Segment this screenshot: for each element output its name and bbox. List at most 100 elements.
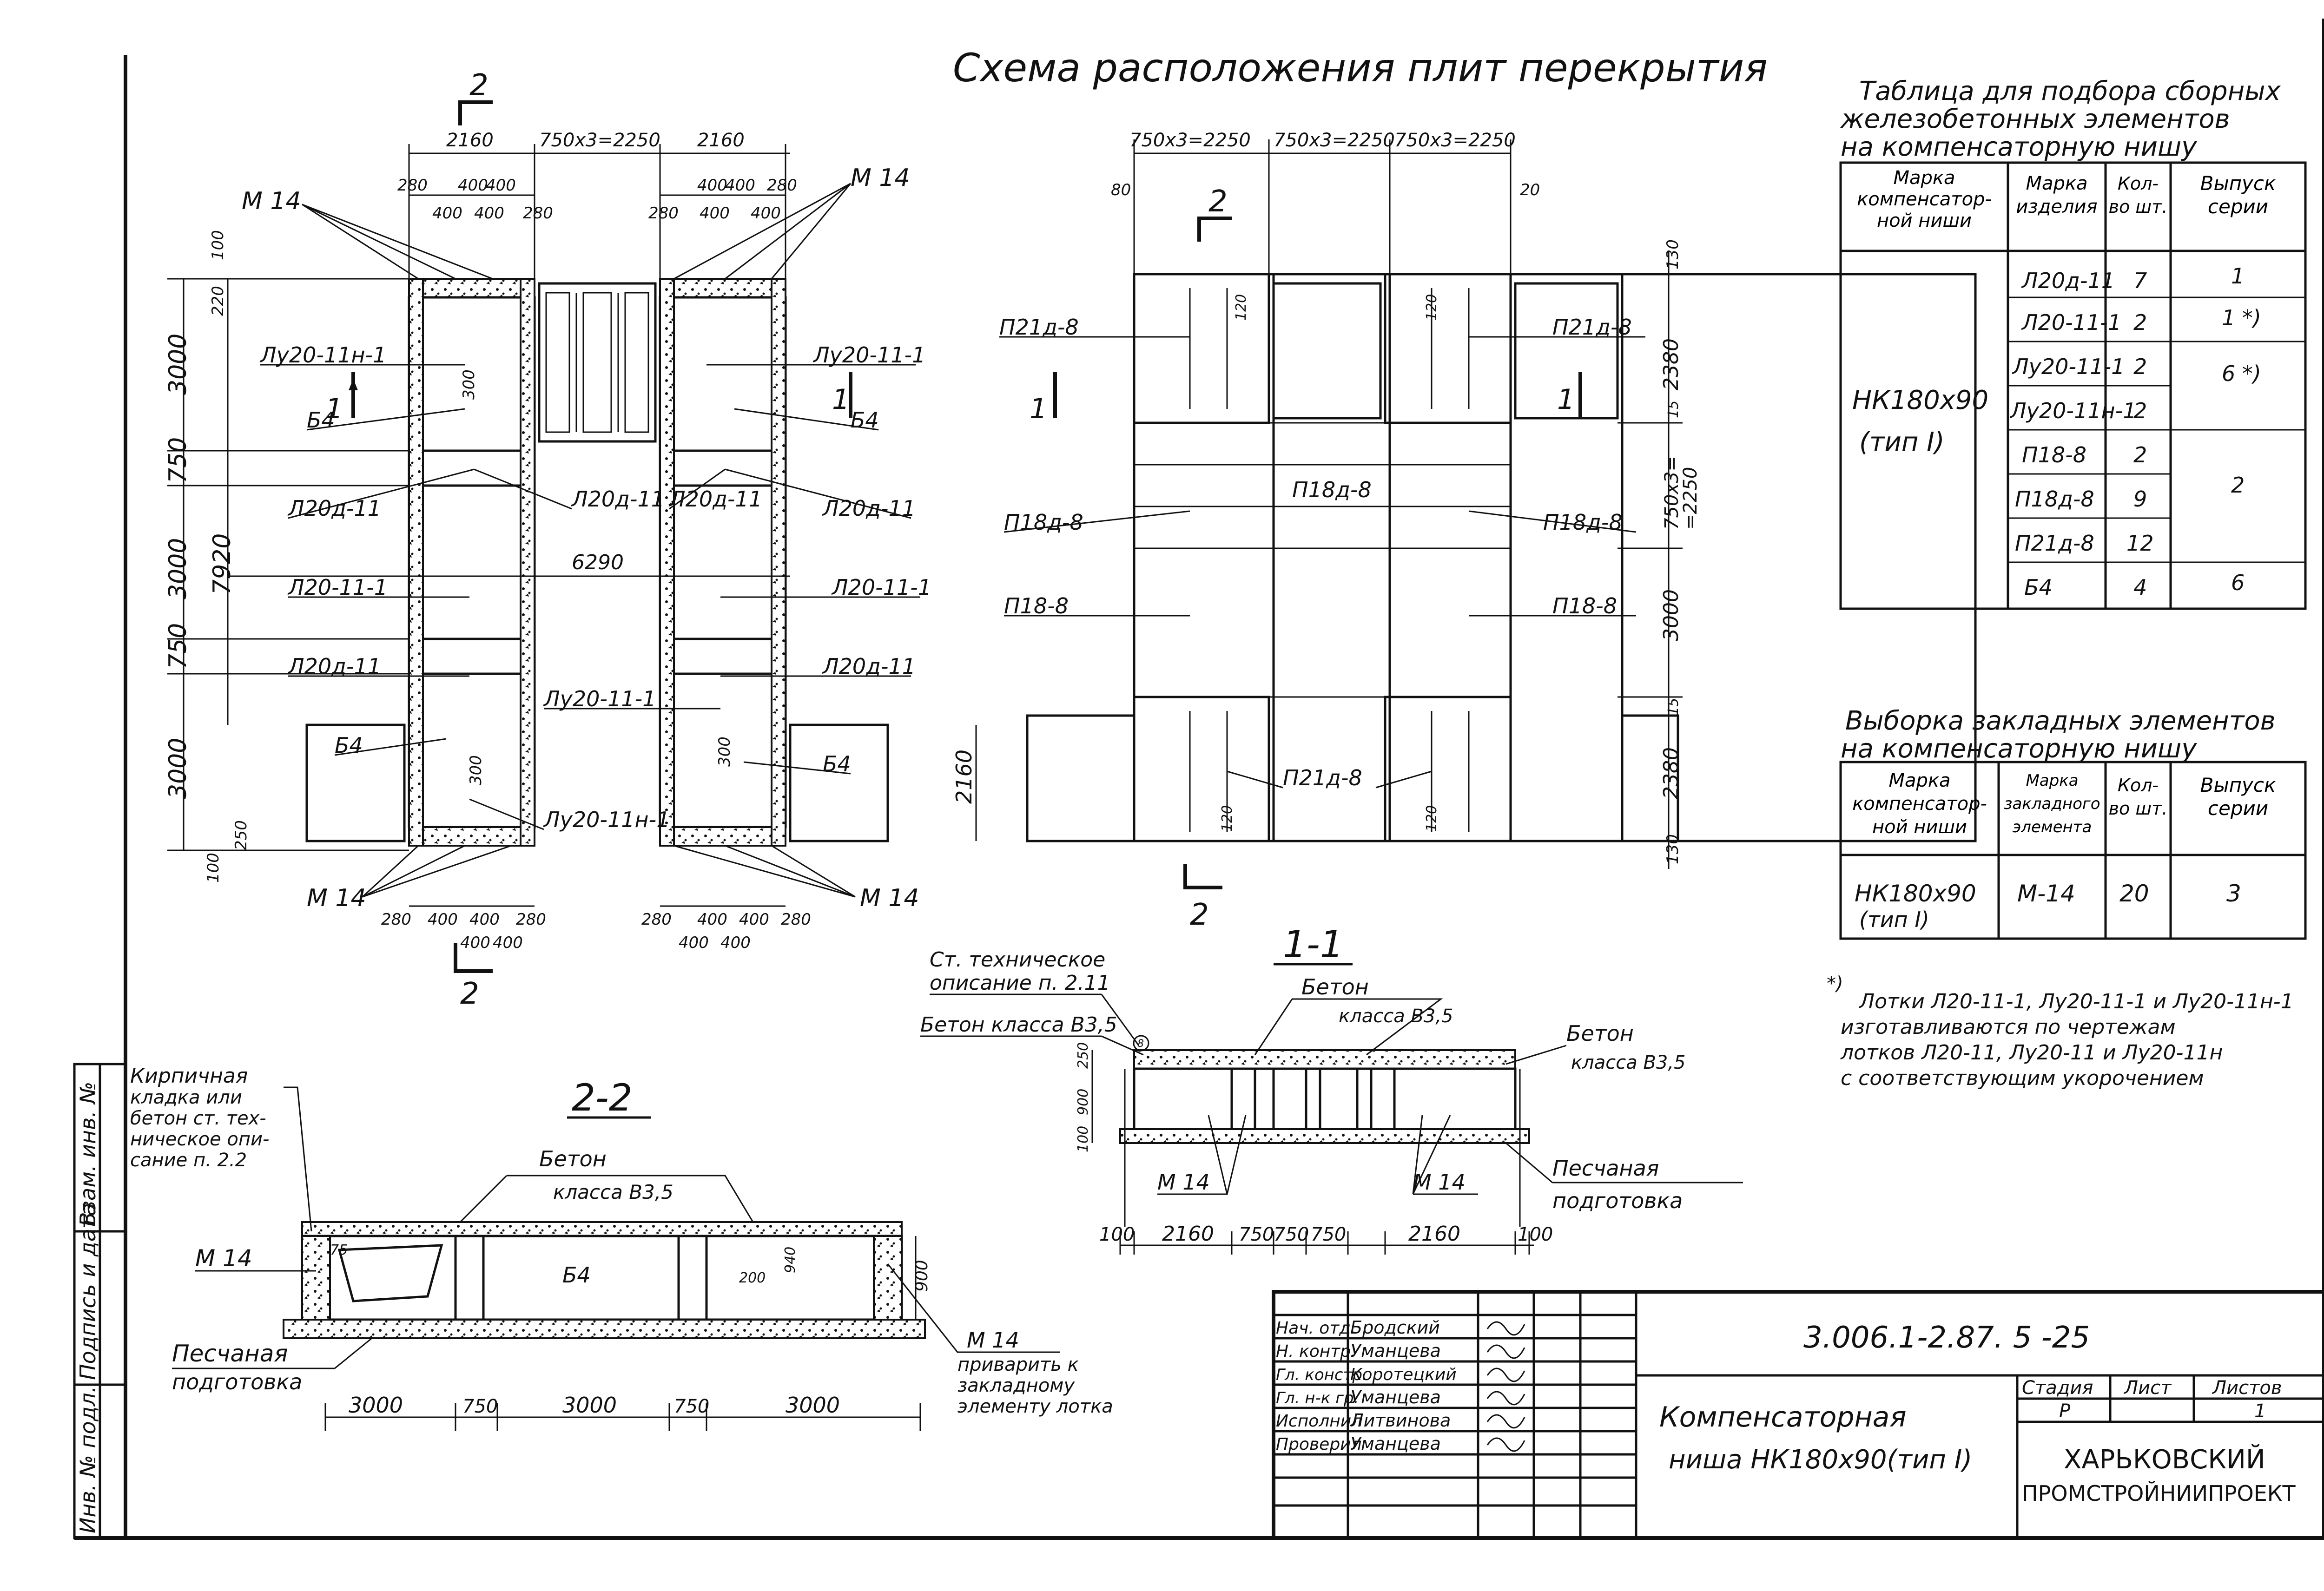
table-precast-elements: Таблица для подбора сборных железобетонн… bbox=[1839, 76, 2307, 610]
plan-left-dim-small-3: 250 bbox=[232, 820, 251, 850]
plan-left-dim-sub-4: 280 bbox=[523, 204, 553, 223]
section-11-dim-b1: 100 bbox=[1099, 1224, 1135, 1245]
section-11-title: 1-1 bbox=[1283, 923, 1344, 966]
section-22-dim-940: 940 bbox=[782, 1247, 799, 1273]
section-22-dim-b5: 3000 bbox=[786, 1393, 840, 1418]
plan-right-section-1b-num: 1 bbox=[1557, 383, 1575, 416]
plan-left-dim-top-1: 2160 bbox=[446, 130, 494, 151]
plan-left-dim-sub-9: 400 bbox=[751, 204, 781, 223]
section-11-ref2: описание п. 2.11 bbox=[930, 971, 1110, 995]
title-role: Н. контр. bbox=[1276, 1342, 1356, 1361]
plan-right-dim-r-2: 2380 bbox=[1659, 338, 1683, 390]
table2-header-embed: Марка закладного элемента bbox=[2004, 771, 2100, 836]
title-name1: Компенсаторная bbox=[1659, 1401, 1907, 1433]
table1-niche-type: (тип I) bbox=[1859, 427, 1945, 457]
title-person: Литвинова bbox=[1349, 1410, 1451, 1431]
title-org2: ПРОМСТРОЙНИИПРОЕКТ bbox=[2022, 1481, 2296, 1506]
section-22-dim-200: 200 bbox=[739, 1270, 766, 1286]
plan-left-dim-sub-3: 400 bbox=[486, 176, 516, 195]
plan-right-label-p18d-b: П18д-8 bbox=[1292, 477, 1372, 502]
section-22-m14: М 14 bbox=[195, 1245, 252, 1272]
plan-right-label-p21-a: П21д-8 bbox=[999, 315, 1079, 340]
title-role: Исполнил bbox=[1276, 1412, 1362, 1431]
plan-left-dim-top-2: 750x3=2250 bbox=[539, 130, 660, 151]
plan-right-dim-top-2: 750x3=2250 bbox=[1274, 130, 1395, 151]
footnote-line2: изготавливаются по чертежам bbox=[1841, 1015, 2176, 1039]
table2-qty: 20 bbox=[2119, 880, 2149, 907]
title-person: Уманцева bbox=[1350, 1341, 1441, 1361]
footnote: *) Лотки Л20-11-1, Лу20-11-1 и Лу20-11н-… bbox=[1827, 973, 2294, 1090]
plan-left-dim-sub-12: 280 bbox=[767, 176, 797, 195]
plan-left-dim-bot-1: 280 bbox=[381, 910, 411, 929]
table1-row-series: 6 *) bbox=[2222, 361, 2261, 386]
plan-right-section-top-num: 2 bbox=[1208, 184, 1228, 219]
section-11-dim-l1: 250 bbox=[1075, 1042, 1091, 1069]
plan-left-dim-sub-7: 280 bbox=[648, 204, 679, 223]
title-name2: ниша НК180х90(тип I) bbox=[1669, 1445, 1972, 1475]
plan-left-dim-bot-5: 400 bbox=[460, 934, 490, 952]
side-stamp-inv: Инв. № подл. bbox=[75, 1386, 100, 1533]
table1-row-qty: 9 bbox=[2133, 487, 2147, 512]
title-block: 3.006.1-2.87. 5 -25 Компенсаторная ниша … bbox=[1272, 1290, 2324, 1540]
footnote-line3: лотков Л20-11, Лу20-11 и Лу20-11н bbox=[1840, 1041, 2223, 1065]
section-22-dim-b2: 750 bbox=[462, 1396, 498, 1417]
table1-rows: Л20д-11 7 1 Л20-11-1 2 1 *) Лу20-11-1 2 … bbox=[2009, 263, 2261, 600]
plan-left-dim-sub-10: 400 bbox=[697, 176, 727, 195]
plan-left-section-1a: 1 bbox=[325, 372, 358, 425]
section-11-dim-b2: 2160 bbox=[1162, 1222, 1214, 1246]
section-22-dim-900: 900 bbox=[912, 1260, 931, 1292]
title-roles: Нач. отд. Н. контр. Гл. констр. Гл. н-к … bbox=[1276, 1317, 1457, 1454]
section-11-circle: 8 bbox=[1137, 1038, 1144, 1050]
plan-right-label-p18-b: П18-8 bbox=[1552, 593, 1617, 618]
plan-left-dim-300a: 300 bbox=[460, 369, 478, 400]
plan-left-label-l20d-e: Л20д-11 bbox=[287, 654, 381, 679]
title-person: Коротецкий bbox=[1350, 1365, 1457, 1384]
table1-header-qty: Кол-во шт. bbox=[2108, 173, 2168, 217]
plan-left-label-m14-br: М 14 bbox=[860, 884, 919, 912]
plan-right: 750x3=2250 750x3=2250 750x3=2250 80 20 2… bbox=[999, 130, 1977, 932]
plan-left-section-bottom-num: 2 bbox=[460, 977, 479, 1011]
title-person: Уманцева bbox=[1350, 1433, 1441, 1454]
title-sheets: 1 bbox=[2254, 1400, 2266, 1422]
section-11-dim-b6: 2160 bbox=[1408, 1222, 1460, 1246]
title-person: Уманцева bbox=[1350, 1387, 1441, 1407]
plan-left-dim-sub-2: 400 bbox=[458, 176, 488, 195]
table2-header-qty: Кол-во шт. bbox=[2108, 775, 2168, 819]
plan-left-dim-sub-1: 280 bbox=[397, 176, 428, 195]
plan-left-dim-total: 7920 bbox=[208, 533, 236, 595]
plan-left-label-lu4: Лу20-11н-1 bbox=[543, 807, 670, 832]
table1-row-series: 1 bbox=[2231, 263, 2245, 289]
plan-left-dim-sub-11: 400 bbox=[725, 176, 755, 195]
plan-left-label-l20d-a: Л20д-11 bbox=[287, 496, 381, 521]
table1-row-qty: 7 bbox=[2133, 268, 2147, 293]
plan-right-dim-r-7: 15 bbox=[1665, 698, 1682, 716]
table2-title1: Выборка закладных элементов bbox=[1845, 706, 2276, 736]
plan-right-dim-r-3: 15 bbox=[1665, 401, 1682, 418]
section-22-weld1: М 14 bbox=[967, 1328, 1019, 1353]
plan-left-dim-6290: 6290 bbox=[572, 551, 624, 574]
plan-left-dim-left-3: 3000 bbox=[164, 538, 192, 599]
section-11-right-class: класса В3,5 bbox=[1571, 1052, 1686, 1073]
plan-left-label-lu1: Лу20-11н-1 bbox=[259, 342, 386, 368]
plan-right-dim-r-5: =2250 bbox=[1680, 467, 1701, 530]
table1-row-item: П21д-8 bbox=[2015, 531, 2094, 556]
plan-right-section-top: 2 bbox=[1197, 184, 1232, 242]
table2-series: 3 bbox=[2226, 880, 2241, 907]
table2-header-niche: Марка компенсатор-ной ниши bbox=[1852, 770, 1987, 838]
table1-row-series: 2 bbox=[2231, 473, 2245, 498]
plan-left-column-b bbox=[659, 278, 787, 847]
title-role: Гл. констр. bbox=[1276, 1366, 1367, 1384]
title-sheet-h: Лист bbox=[2123, 1377, 2172, 1399]
section-22-dim-b4: 750 bbox=[674, 1396, 709, 1417]
table1-row-series: 1 *) bbox=[2222, 305, 2261, 330]
section-11-top-class: класса В3,5 bbox=[1339, 1006, 1453, 1027]
plan-left-dim-left-1: 3000 bbox=[164, 334, 192, 395]
section-11-dim-b4: 750 bbox=[1274, 1224, 1309, 1245]
section-22-brick5: сание п. 2.2 bbox=[130, 1150, 247, 1171]
section-11-b35: Бетон класса В3,5 bbox=[920, 1013, 1117, 1037]
plan-left-section-bottom: 2 bbox=[454, 943, 493, 1011]
section-22-sand2: подготовка bbox=[172, 1369, 302, 1394]
plan-left-dim-sub-8: 400 bbox=[700, 204, 730, 223]
title-code: 3.006.1-2.87. 5 -25 bbox=[1803, 1321, 2090, 1355]
table1-row-qty: 2 bbox=[2133, 442, 2147, 467]
